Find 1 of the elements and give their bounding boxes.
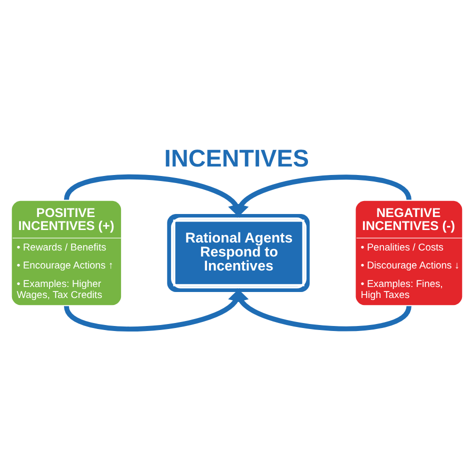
diagram-title: INCENTIVES [164,145,309,172]
